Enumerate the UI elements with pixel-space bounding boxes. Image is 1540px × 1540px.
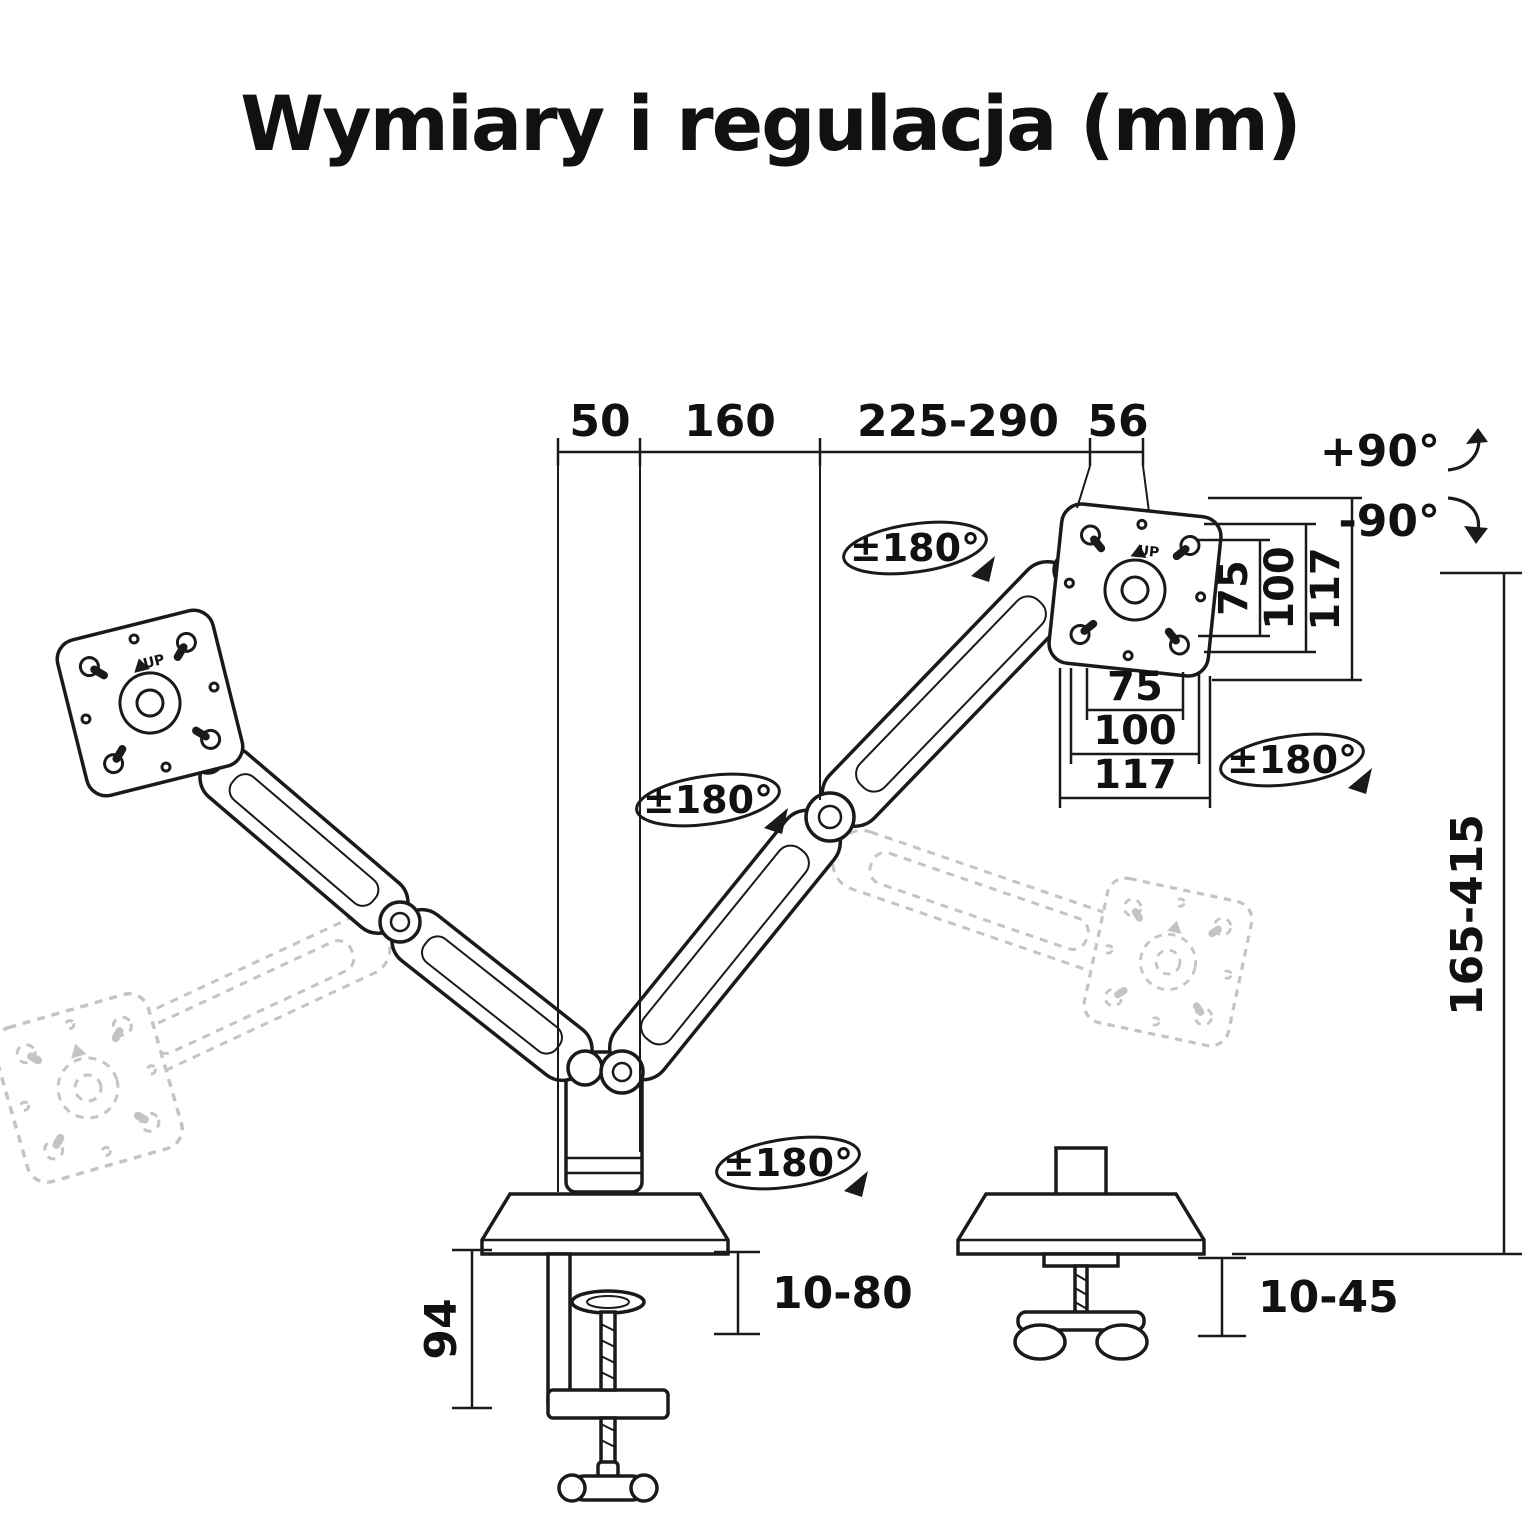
clamp-base [480,1192,730,1256]
rotation-label-elbow: ±180° [643,778,773,822]
height-range-dimension-line [1232,571,1522,1256]
ghost-right-vesa-plate [1081,875,1256,1050]
dim-label-160: 160 [684,396,776,447]
vesa-vertical-dimension-lines [1198,496,1362,682]
right-vesa-plate [1047,502,1223,678]
rotation-label-vesa: ±180° [1227,738,1357,782]
clamp-thickness-label: 10-80 [772,1268,913,1319]
grommet-mount [956,1146,1206,1361]
vesa-v-117-label: 117 [1303,547,1349,631]
dim-label-225-290: 225-290 [857,396,1059,447]
vesa-v-100-label: 100 [1257,546,1303,630]
diagram-title: Wymiary i regulacja (mm) [240,79,1299,168]
left-plate-up-marking: UP [142,652,167,673]
tilt-up-arrow-icon [1447,428,1488,472]
vesa-v-75-label: 75 [1211,560,1257,616]
vesa-h-75-label: 75 [1107,664,1163,710]
grommet-thickness-dimension-line [1198,1256,1246,1338]
height-range-label: 165-415 [1442,814,1493,1016]
vesa-horizontal-dimension-lines [1058,668,1212,808]
rotation-label-base: ±180° [723,1141,853,1185]
desk-clamp [546,1252,670,1503]
dim-label-56: 56 [1087,396,1148,447]
clamp-height-dimension-line [452,1248,492,1410]
clamp-height-label: 94 [416,1298,467,1359]
vesa-h-100-label: 100 [1093,708,1177,754]
tilt-down-label: -90° [1339,496,1441,547]
dim-label-50: 50 [569,396,630,447]
tilt-up-label: +90° [1320,426,1440,477]
top-dimension-lines [556,438,1150,1192]
rotation-label-top: ±180° [850,526,980,570]
vesa-h-117-label: 117 [1093,752,1177,798]
grommet-thickness-label: 10-45 [1258,1272,1399,1323]
right-lower-arm [607,808,843,1082]
clamp-thickness-dimension-line [714,1250,760,1336]
tilt-down-arrow-icon [1447,496,1488,544]
right-upper-arm [820,560,1082,828]
right-plate-up-marking: UP [1137,543,1160,561]
ghost-right-arm [831,828,1140,974]
